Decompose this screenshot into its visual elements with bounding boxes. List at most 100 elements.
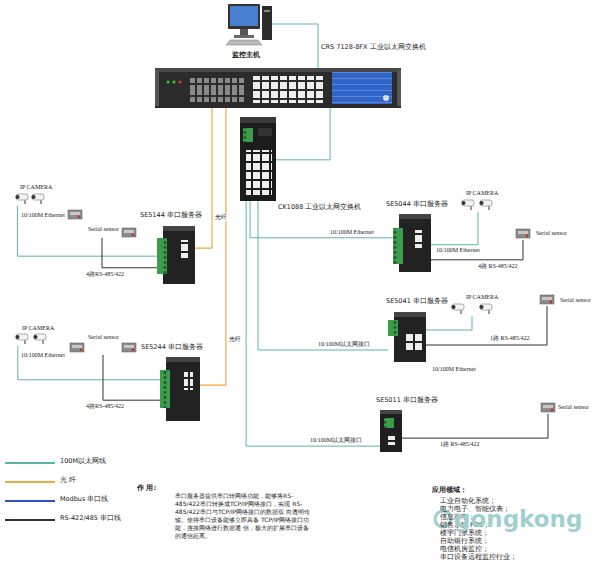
serial-server-illustration-part: [414, 230, 423, 248]
cable-connector: [18, 346, 160, 380]
computer-illustration-part: [240, 29, 248, 35]
node-label: Serial sensor: [88, 334, 119, 341]
cable-connector: [426, 306, 547, 345]
edge-label: 4路RS-485/422: [86, 403, 124, 410]
serial-server: SE5244 串口服务器: [160, 357, 200, 417]
node-label: SE5041 串口服务器: [386, 298, 448, 305]
serial-server-illustration-part: [166, 357, 200, 362]
node-label: Serial sensor: [560, 297, 591, 304]
node-label: Serial sensor: [88, 226, 119, 233]
ip-camera-icon-part: [452, 304, 465, 314]
cable-connector: [431, 212, 478, 245]
edge-label: 10/100M Ethernet: [432, 366, 476, 373]
serial-sensor-icon-part: [122, 343, 136, 352]
serial-server-illustration-part: [160, 370, 170, 408]
serial-server-illustration-part: [163, 226, 195, 231]
serial-sensor: Serial sensor: [66, 208, 138, 238]
cable-connector: [102, 238, 157, 268]
ip-camera: IP CAMERA: [447, 302, 497, 316]
serial-server-illustration-part: [393, 228, 403, 264]
ip-camera: IP CAMERA: [14, 332, 52, 346]
legend-swatch: [5, 481, 55, 483]
cable-connector: [200, 108, 226, 385]
edge-label: 光纤: [229, 336, 241, 343]
cable-connector: [272, 24, 318, 68]
ip-camera-icon-part: [16, 334, 29, 344]
legend-swatch: [5, 500, 55, 502]
node-label: SE5044 串口服务器: [386, 201, 448, 208]
din-switch-illustration-part: [240, 117, 276, 123]
edge-label: 4路RS-485/422: [86, 271, 124, 278]
note-text: 自助银行系统；: [440, 538, 489, 545]
serial-server: SE5011 串口服务器: [380, 410, 402, 452]
serial-sensor-icon-part: [68, 210, 82, 219]
rack-switch-illustration-part: [190, 78, 246, 102]
ip-camera-icon: [16, 194, 493, 344]
rack-switch-illustration-part: [155, 70, 159, 106]
serial-server-illustration-part: [184, 372, 193, 390]
legend-label: 光 纤: [60, 477, 76, 484]
edge-label: 1路 RS-485/422: [440, 441, 480, 448]
node-label: 监控主机: [232, 51, 260, 59]
node-label: CK1088 工业以太网交换机: [278, 204, 361, 211]
din-switch-illustration: [240, 117, 276, 201]
node-label: IP CAMERA: [466, 190, 498, 197]
serial-server-illustration-part: [163, 226, 195, 284]
ip-camera-icon-part: [34, 334, 47, 344]
ip-camera-icon-part: [480, 200, 493, 210]
serial-server: SE5044 串口服务器: [393, 214, 431, 272]
serial-server-illustration: [157, 214, 431, 452]
serial-sensor-icon: [68, 210, 555, 412]
rack-switch-illustration-part: [155, 68, 401, 108]
node-label: SE5011 串口服务器: [376, 397, 438, 404]
din-switch-illustration-part: [246, 150, 272, 195]
edge-label: 10/100M Ethernet: [330, 229, 374, 236]
serial-sensor: Serial sensor: [514, 227, 532, 240]
legend-label: 100M以太网线: [60, 458, 106, 465]
note-text: 工业自动化系统；: [440, 498, 496, 505]
computer-illustration-part: [228, 4, 260, 29]
cable-connector: [250, 201, 393, 238]
monitor-host: 监控主机: [226, 2, 272, 46]
ip-camera-icon-part: [462, 200, 475, 210]
rack-switch-illustration-part: [332, 72, 392, 104]
serial-server-illustration-part: [388, 436, 397, 445]
serial-sensor-icon-part: [540, 295, 554, 304]
edge-label: 4路 RS-485/422: [478, 263, 518, 270]
rack-switch-illustration-part: [155, 68, 401, 72]
computer-illustration-part: [262, 6, 272, 40]
serial-sensor: Serial sensor: [539, 401, 557, 414]
serial-server-illustration-part: [157, 238, 167, 274]
computer-illustration-part: [226, 40, 262, 45]
rack-switch: CRS 7128-8FX 工业以太网交换机: [158, 68, 398, 108]
din-switch-illustration-part: [240, 117, 276, 201]
ip-camera-icon-part: [32, 194, 45, 204]
rack-switch-illustration-part: [173, 81, 176, 84]
serial-server-illustration-part: [399, 214, 431, 219]
edge-label: 10/100M以太网接口: [310, 437, 362, 444]
cable-connector: [195, 108, 212, 248]
computer-illustration-part: [264, 10, 270, 12]
din-switch-illustration-part: [243, 128, 253, 142]
edge-label: 1路 RS-485/422: [490, 335, 530, 342]
rack-switch-illustration-part: [383, 95, 389, 101]
serial-server-illustration-part: [405, 333, 423, 351]
serial-sensor: Serial sensor: [68, 341, 138, 355]
cable-connector: [17, 206, 157, 256]
node-label: Serial sensor: [558, 404, 589, 411]
serial-server: SE5041 串口服务器: [388, 312, 426, 362]
note-text: 串口服务器提供串口转网络功能，能够将RS- 485/422串口转换成TCP/IP…: [175, 492, 313, 540]
node-label: IP CAMERA: [20, 184, 52, 191]
legend-swatch: [5, 462, 55, 464]
edge-label: 10/100M Ethernet: [436, 247, 480, 254]
section-heading: 作 用:: [137, 484, 156, 492]
serial-server-illustration-part: [380, 410, 402, 452]
edge-label: 10/100M Ethernet: [21, 212, 65, 219]
cable-connector: [246, 201, 380, 446]
cable-connector: [276, 108, 330, 160]
note-text: 串口设备远程监控行业；: [440, 554, 517, 561]
serial-sensor-icon-part: [70, 343, 84, 352]
legend-label: RS-422/485 串口线: [60, 515, 121, 522]
